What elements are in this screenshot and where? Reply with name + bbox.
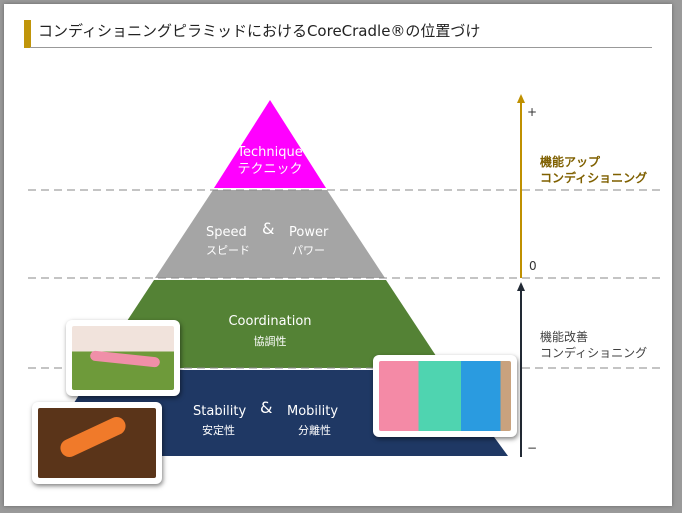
function-up-line2: コンディショニング: [540, 171, 648, 185]
pyramid-level-speed-power: [155, 190, 385, 278]
technique-jp: テクニック: [237, 162, 303, 177]
axis-plus-label: +: [527, 105, 538, 119]
mobility-jp: 分離性: [298, 424, 331, 437]
stability-mobility-label: Stability & Mobility 安定性 分離性: [190, 399, 360, 443]
speed-jp: スピード: [206, 244, 250, 257]
stability-en: Stability: [193, 404, 247, 419]
pyramid-level-coordination: [96, 280, 444, 368]
photo-colored-corecradles: [373, 355, 517, 437]
function-up-line1: 機能アップ: [540, 155, 601, 169]
coordination-jp: 協調性: [253, 335, 287, 348]
technique-label: Technique テクニック: [230, 144, 310, 178]
title-accent-bar: [24, 20, 31, 48]
arrowhead-icon: [517, 94, 525, 103]
coordination-en: Coordination: [228, 314, 312, 329]
title-underline: [30, 47, 652, 48]
power-jp: パワー: [292, 244, 325, 257]
axis-minus-label: −: [527, 441, 538, 455]
mobility-en: Mobility: [287, 404, 339, 419]
pyramid-level-technique: [214, 100, 326, 188]
stability-jp: 安定性: [202, 424, 235, 437]
photo-orange-corecradle: [32, 402, 162, 484]
function-up-label: 機能アップ コンディショニング: [540, 154, 647, 186]
photo-corecradle-on-mat: [66, 320, 180, 396]
ampersand: &: [260, 398, 273, 417]
power-en: Power: [289, 225, 329, 240]
function-improve-line2: コンディショニング: [540, 346, 648, 360]
speed-en: Speed: [206, 225, 247, 240]
function-improve-line1: 機能改善: [540, 330, 589, 344]
axis-zero-label: 0: [529, 259, 537, 273]
coordination-label: Coordination 協調性: [210, 313, 330, 350]
technique-en: Technique: [237, 145, 303, 160]
slide-title: コンディショニングピラミッドにおけるCoreCradle®の位置づけ: [38, 22, 481, 40]
ampersand: &: [262, 219, 275, 238]
arrowhead-icon: [517, 282, 525, 291]
function-improve-label: 機能改善 コンディショニング: [540, 329, 647, 361]
